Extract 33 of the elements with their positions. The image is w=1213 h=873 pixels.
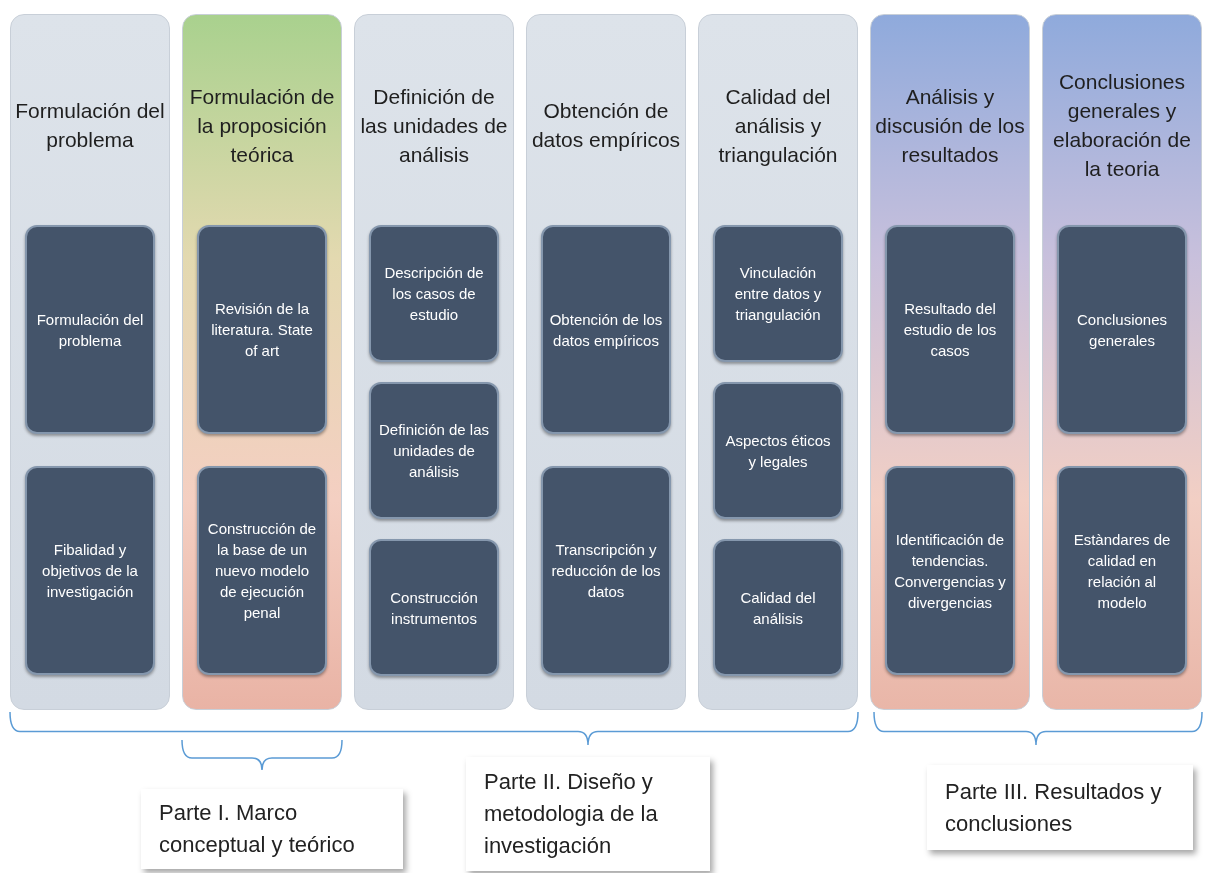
task-box: Definición de las unidades de análisis xyxy=(369,382,499,519)
column-heading: Definición de las unidades de análisis xyxy=(359,83,509,168)
stage-column xyxy=(354,14,514,710)
column-heading: Calidad del análisis y triangulación xyxy=(717,83,839,168)
column-heading: Formulación del problema xyxy=(14,98,166,153)
task-box: Revisión de la literatura. State of art xyxy=(197,225,327,434)
task-box: Conclusiones generales xyxy=(1057,225,1187,434)
part-label-box: Parte I. Marco conceptual y teórico xyxy=(141,789,403,869)
task-box: Aspectos éticos y legales xyxy=(713,382,843,519)
task-box: Construcción instrumentos xyxy=(369,539,499,676)
stage-column xyxy=(870,14,1030,710)
stage-column xyxy=(1042,14,1202,710)
task-box: Calidad del análisis xyxy=(713,539,843,676)
task-box: Estàndares de calidad en relación al modelo xyxy=(1057,466,1187,675)
stage-column xyxy=(698,14,858,710)
stage-column xyxy=(526,14,686,710)
task-box: Descripción de los casos de estudio xyxy=(369,225,499,362)
part-label-box: Parte II. Diseño y metodologia de la investigación xyxy=(466,757,710,871)
task-box: Fibalidad y objetivos de la investigación xyxy=(25,466,155,675)
column-heading: Obtención de datos empíricos xyxy=(530,98,682,153)
stage-column xyxy=(10,14,170,710)
task-box: Construcción de la base de un nuevo modelo de ejecución penal xyxy=(197,466,327,675)
part-label-box: Parte III. Resultados y conclusiones xyxy=(927,765,1193,850)
task-box: Obtención de los datos empíricos xyxy=(541,225,671,434)
task-box: Formulación del problema xyxy=(25,225,155,434)
task-box: Identificación de tendencias. Convergencias y divergencias xyxy=(885,466,1015,675)
task-box: Vinculación entre datos y triangulación xyxy=(713,225,843,362)
stage-column xyxy=(182,14,342,710)
task-box: Transcripción y reducción de los datos xyxy=(541,466,671,675)
column-heading: Análisis y discusión de los resultados xyxy=(874,83,1026,168)
column-heading: Conclusiones generales y elaboración de la teoria xyxy=(1052,69,1192,182)
task-box: Resultado del estudio de los casos xyxy=(885,225,1015,434)
column-heading: Formulación de la proposición teórica xyxy=(188,83,336,168)
